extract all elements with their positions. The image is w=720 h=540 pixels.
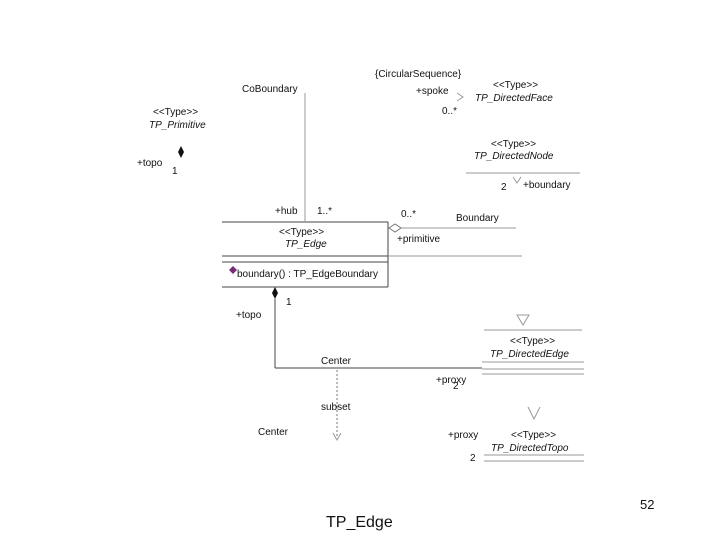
topo-role-bottom: +topo	[236, 310, 262, 321]
boundary-label: Boundary	[456, 213, 499, 224]
node-mult: 2	[501, 182, 507, 193]
topo-role-top: +topo	[137, 158, 163, 169]
proxy-mult-edge: 2	[453, 381, 459, 392]
topo-mult-bottom: 1	[286, 297, 292, 308]
slide-title: TP_Edge	[326, 514, 393, 531]
proxy-role-edge: +proxy	[436, 375, 466, 386]
subset-arrowhead-icon	[332, 432, 342, 442]
tp-directed-edge-stereotype: <<Type>>	[510, 336, 555, 347]
tp-directed-face-name: TP_DirectedFace	[475, 93, 553, 104]
circular-sequence-label: {CircularSequence}	[375, 69, 462, 80]
hub-mult: 1..*	[317, 206, 332, 217]
slide-number: 52	[640, 497, 655, 512]
tp-primitive-stereotype: <<Type>>	[153, 107, 198, 118]
tp-edge-class[interactable]: <<Type>> TP_Edge boundary() : TP_EdgeBou…	[222, 221, 389, 288]
directed-topo-generalization-icon	[527, 406, 541, 421]
tp-directed-topo-stereotype: <<Type>>	[511, 430, 556, 441]
center-label: Center	[321, 356, 352, 367]
primitive-role: +primitive	[397, 234, 441, 245]
subset-label: subset	[321, 402, 351, 413]
center-label-lower: Center	[258, 427, 289, 438]
tp-directed-edge-name: TP_DirectedEdge	[490, 349, 569, 360]
tp-directed-face-stereotype: <<Type>>	[493, 80, 538, 91]
composition-diamond-bottom-icon	[272, 287, 278, 299]
tp-edge-stereotype: <<Type>>	[279, 227, 324, 238]
proxy-mult-topo: 2	[470, 453, 476, 464]
tp-directed-topo-name: TP_DirectedTopo	[491, 443, 569, 454]
spoke-role: +spoke	[416, 86, 449, 97]
spoke-mult: 0..*	[442, 106, 457, 117]
spoke-navigation-arrow-icon	[456, 92, 464, 102]
composition-diamond-icon	[178, 146, 184, 158]
tp-directed-node-stereotype: <<Type>>	[491, 139, 536, 150]
node-navigation-arrow-icon	[512, 176, 522, 184]
tp-edge-operation: boundary() : TP_EdgeBoundary	[237, 269, 378, 280]
proxy-role-topo: +proxy	[448, 430, 478, 441]
coboundary-label: CoBoundary	[242, 84, 298, 95]
operation-visibility-icon	[229, 266, 237, 274]
node-boundary-role: +boundary	[523, 180, 571, 191]
tp-edge-class-name: TP_Edge	[285, 239, 327, 250]
boundary-mult: 0..*	[401, 209, 416, 220]
directed-edge-generalization-icon	[516, 314, 530, 326]
aggregation-diamond-icon	[388, 223, 402, 233]
topo-mult-top: 1	[172, 166, 178, 177]
tp-directed-node-name: TP_DirectedNode	[474, 151, 554, 162]
tp-primitive-name: TP_Primitive	[149, 120, 206, 131]
hub-role: +hub	[275, 206, 298, 217]
